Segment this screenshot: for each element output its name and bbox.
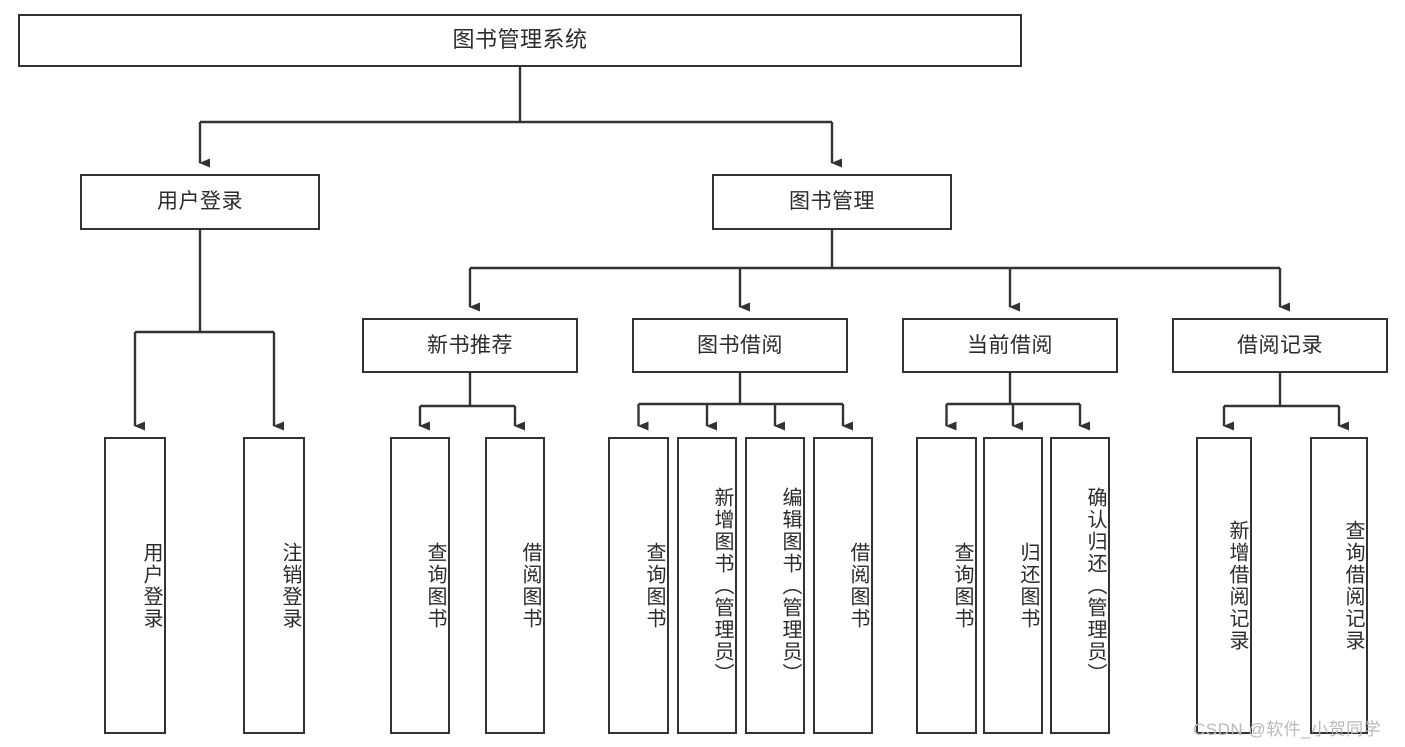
node-label: 查询图书	[424, 541, 446, 630]
node-leaf-c-confirm: 确认归还（管理员）	[1050, 437, 1110, 734]
node-lvl2-current: 当前借阅	[902, 318, 1118, 373]
node-label: 当前借阅	[967, 333, 1053, 357]
node-leaf-b-add: 新增图书（管理员）	[677, 437, 737, 734]
node-label: 图书管理系统	[452, 27, 588, 53]
node-label: 借阅记录	[1237, 333, 1323, 357]
node-leaf-b-edit: 编辑图书（管理员）	[745, 437, 805, 734]
node-label: 新增图书（管理员）	[711, 486, 733, 685]
node-leaf-user-login: 用户登录	[104, 437, 166, 734]
node-lvl1-user: 用户登录	[80, 174, 320, 230]
node-leaf-new-query: 查询图书	[390, 437, 450, 734]
node-label: 借阅图书	[519, 541, 541, 630]
node-leaf-new-borrow: 借阅图书	[485, 437, 545, 734]
node-leaf-user-logout: 注销登录	[243, 437, 305, 734]
node-label: 图书管理	[789, 190, 875, 214]
node-label: 确认归还（管理员）	[1084, 486, 1106, 685]
node-label: 编辑图书（管理员）	[779, 486, 801, 685]
node-label: 查询借阅记录	[1342, 519, 1364, 652]
node-label: 新增借阅记录	[1226, 519, 1248, 652]
node-label: 查询图书	[643, 541, 665, 630]
node-label: 新书推荐	[427, 333, 513, 357]
watermark-text: CSDN @软件_小贺同学	[1193, 720, 1382, 739]
node-leaf-r-query: 查询借阅记录	[1310, 437, 1368, 734]
node-lvl2-record: 借阅记录	[1172, 318, 1388, 373]
node-label: 借阅图书	[847, 541, 869, 630]
node-lvl2-newbook: 新书推荐	[362, 318, 578, 373]
node-leaf-r-add: 新增借阅记录	[1196, 437, 1252, 734]
node-leaf-c-return: 归还图书	[983, 437, 1043, 734]
node-label: 用户登录	[157, 190, 243, 214]
node-label: 用户登录	[140, 541, 162, 630]
node-lvl1-book: 图书管理	[712, 174, 952, 230]
node-lvl2-borrow: 图书借阅	[632, 318, 848, 373]
node-leaf-b-borrow: 借阅图书	[813, 437, 873, 734]
node-label: 注销登录	[279, 541, 301, 630]
node-label: 归还图书	[1017, 541, 1039, 630]
node-leaf-c-query: 查询图书	[916, 437, 977, 734]
node-label: 查询图书	[951, 541, 973, 630]
node-leaf-b-query: 查询图书	[608, 437, 669, 734]
node-root: 图书管理系统	[18, 14, 1022, 67]
node-label: 图书借阅	[697, 333, 783, 357]
